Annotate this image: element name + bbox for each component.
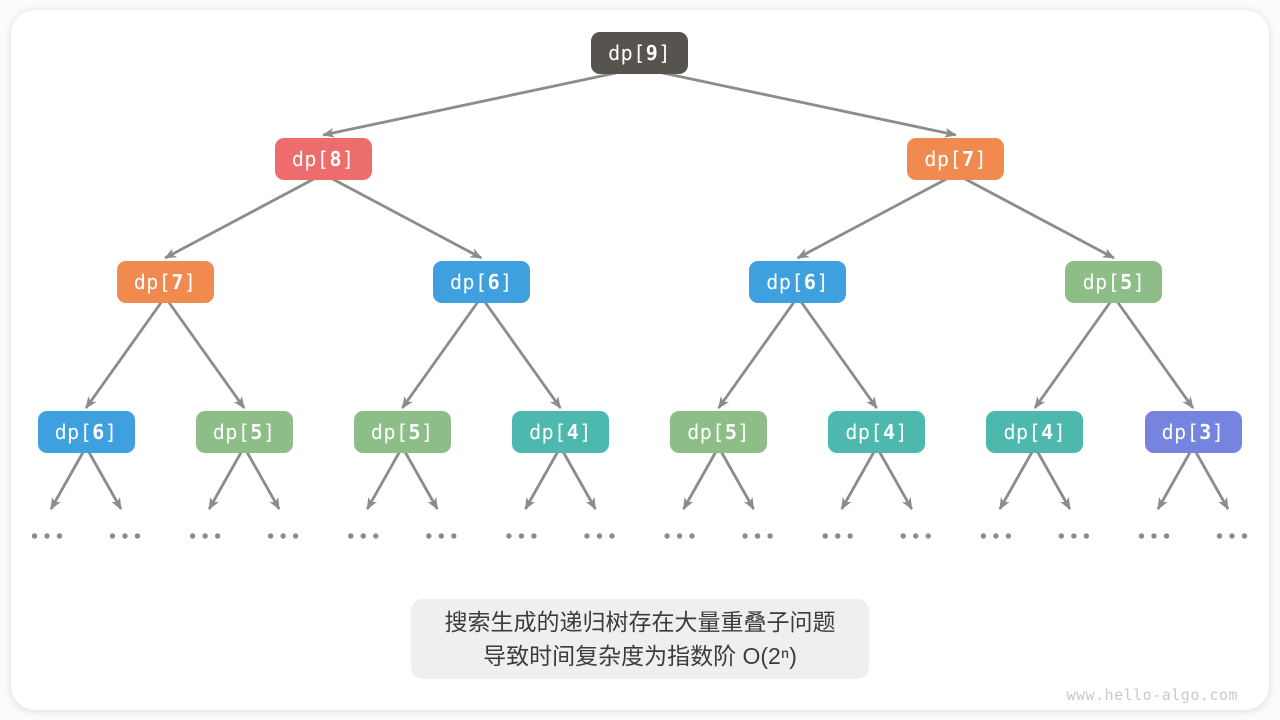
ellipsis-dots: [980, 533, 1012, 539]
tree-node-dp6a: dp[6]: [432, 261, 530, 303]
card-background: [11, 10, 1269, 710]
ellipsis-dots: [742, 533, 773, 539]
tree-node-dp6b: dp[6]: [749, 261, 847, 303]
ellipsis-dots: [584, 533, 615, 539]
ellipsis-dots: [1138, 533, 1170, 539]
tree-node-dp4c: dp[4]: [986, 411, 1084, 453]
ellipsis-dots: [348, 533, 379, 539]
ellipsis-dots: [426, 533, 457, 539]
tree-node-dp9: dp[9]: [591, 32, 688, 74]
ellipsis-dots: [189, 533, 221, 539]
ellipsis-dots: [822, 533, 853, 539]
tree-node-dp5d: dp[5]: [670, 411, 768, 453]
tree-node-dp7b: dp[7]: [116, 261, 214, 303]
tree-node-dp5b: dp[5]: [195, 411, 293, 453]
tree-node-dp7a: dp[7]: [907, 138, 1005, 180]
ellipsis-dots: [664, 533, 695, 539]
watermark: www.hello-algo.com: [1066, 686, 1238, 704]
ellipsis-dots: [506, 533, 537, 539]
tree-node-dp6c: dp[6]: [37, 411, 135, 453]
tree-node-dp5c: dp[5]: [353, 411, 451, 453]
ellipsis-dots: [267, 533, 299, 539]
caption-box: 搜索生成的递归树存在大量重叠子问题 导致时间复杂度为指数阶 O(2ⁿ): [411, 599, 869, 679]
tree-node-dp3a: dp[3]: [1144, 411, 1242, 453]
ellipsis-dots: [31, 533, 63, 539]
ellipsis-dots: [900, 533, 931, 539]
ellipsis-dots: [109, 533, 141, 539]
tree-node-dp8: dp[8]: [274, 138, 372, 180]
tree-node-dp5a: dp[5]: [1065, 261, 1163, 303]
ellipsis-dots: [1058, 533, 1090, 539]
caption-line-1: 搜索生成的递归树存在大量重叠子问题: [444, 609, 836, 635]
tree-node-dp4a: dp[4]: [511, 411, 609, 453]
tree-node-dp4b: dp[4]: [828, 411, 926, 453]
caption-line-2: 导致时间复杂度为指数阶 O(2ⁿ): [483, 643, 797, 669]
ellipsis-dots: [1216, 533, 1248, 539]
